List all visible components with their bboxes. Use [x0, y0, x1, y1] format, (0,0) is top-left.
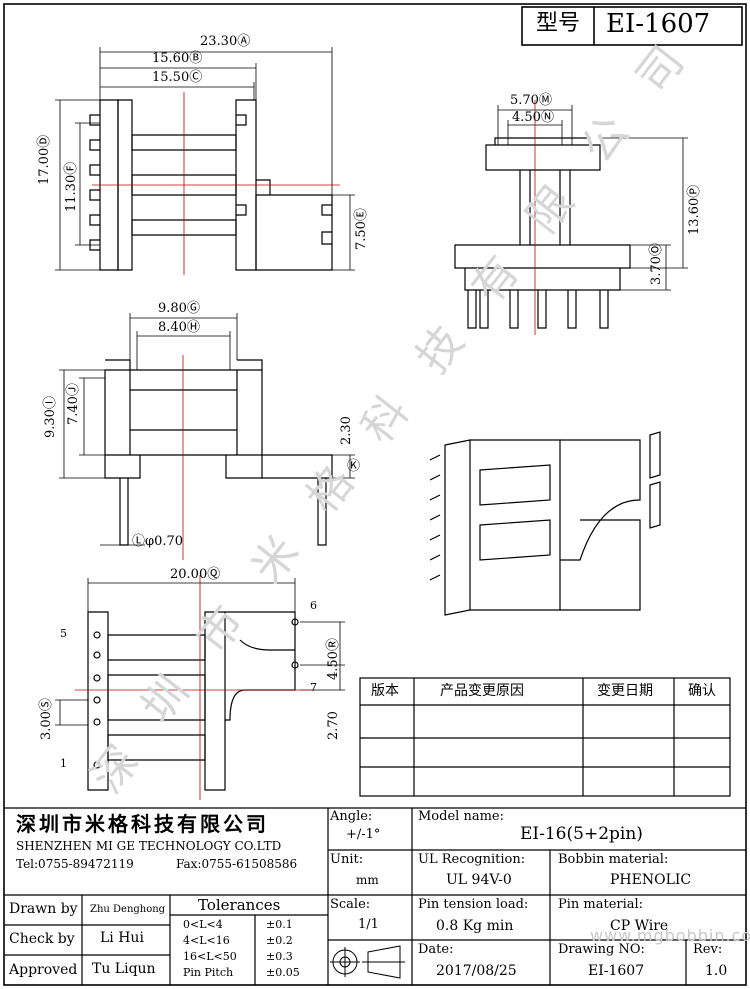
approved-label: Approved	[9, 962, 78, 978]
dim-h: 8.40Ⓗ	[158, 320, 200, 335]
dim-q: 20.00Ⓠ	[170, 567, 221, 582]
revision-table-lines	[359, 677, 731, 797]
dim-f: 11.30Ⓕ	[64, 161, 79, 212]
tolerance-value: ±0.2	[266, 934, 293, 947]
pin-label-7: 7	[310, 681, 317, 694]
tolerance-value: ±0.05	[266, 966, 300, 979]
angle-label: Angle:	[330, 809, 373, 824]
rev-label: Rev:	[693, 942, 723, 957]
dim-m: 5.70Ⓜ	[510, 93, 552, 108]
tolerance-range: 16<L<50	[183, 950, 237, 963]
tolerance-range: 4<L<16	[183, 934, 230, 947]
model-name-value: EI-16(5+2pin)	[520, 824, 643, 844]
title-block-lines	[4, 807, 746, 985]
dim-j: 7.40Ⓙ	[66, 383, 81, 425]
drawn-by-value: Zhu Denghong	[90, 904, 166, 915]
pin-tension-value: 0.8 Kg min	[436, 918, 514, 934]
pin-label-1: 1	[60, 757, 67, 770]
date-value: 2017/08/25	[436, 963, 517, 979]
dim-l: Ⓛφ0.70	[132, 534, 184, 549]
ul-value: UL 94V-0	[446, 872, 512, 888]
company-name-en: SHENZHEN MI GE TECHNOLOGY CO.LTD	[16, 839, 282, 853]
model-label: 型号	[536, 11, 581, 36]
unit-value: mm	[356, 873, 379, 887]
pin-label-6: 6	[310, 599, 317, 612]
model-name-label: Model name:	[418, 809, 504, 824]
scale-label: Scale:	[330, 897, 371, 912]
dim-s: 3.00Ⓢ	[39, 698, 54, 740]
dim-i: 9.30Ⓘ	[43, 396, 58, 438]
unit-label: Unit:	[330, 852, 364, 867]
company-fax: Fax:0755-61508586	[176, 857, 298, 871]
company-tel: Tel:0755-89472119	[16, 857, 134, 871]
dim-d: 17.00Ⓓ	[37, 134, 52, 185]
check-by-value: Li Hui	[100, 930, 144, 946]
pin-material-value: CP Wire	[610, 918, 669, 934]
pin-tension-label: Pin tension load:	[418, 897, 529, 912]
drawing-no-label: Drawing NO:	[558, 942, 645, 957]
isometric-view	[429, 431, 661, 616]
top-right-view	[454, 105, 688, 329]
angle-value: +/-1°	[346, 827, 381, 842]
scale-value: 1/1	[358, 917, 379, 932]
dim-g: 9.80Ⓖ	[158, 301, 200, 316]
bobbin-label: Bobbin material:	[558, 852, 669, 867]
dim-2-30: 2.30	[339, 416, 354, 445]
dim-b: 15.60Ⓑ	[152, 51, 203, 66]
dim-k: Ⓚ	[347, 459, 361, 474]
tolerances-title: Tolerances	[198, 896, 281, 914]
dim-n: 4.50Ⓝ	[512, 110, 554, 125]
dim-o: 3.70Ⓞ	[649, 243, 664, 285]
watermark-url: www.mgbobbin.com	[590, 926, 750, 945]
top-left-view	[55, 47, 355, 271]
middle-left-view	[59, 313, 355, 546]
rev-header-date: 变更日期	[597, 683, 653, 699]
approved-value: Tu Liqun	[92, 961, 156, 977]
pin-material-label: Pin material:	[558, 897, 644, 912]
bobbin-value: PHENOLIC	[610, 872, 692, 888]
dim-p: 13.60Ⓟ	[687, 184, 702, 235]
ul-label: UL Recognition:	[418, 852, 526, 867]
tolerance-range: Pin Pitch	[183, 966, 234, 979]
bottom-left-view	[55, 578, 345, 791]
dim-a: 23.30Ⓐ	[200, 34, 251, 49]
tolerance-value: ±0.1	[266, 918, 293, 931]
dim-c: 15.50Ⓒ	[152, 70, 203, 85]
rev-header-reason: 产品变更原因	[440, 683, 524, 699]
rev-value: 1.0	[705, 963, 728, 979]
tolerance-range: 0<L<4	[183, 918, 223, 931]
rev-header-version: 版本	[371, 683, 399, 699]
drawing-no-value: EI-1607	[588, 963, 645, 979]
company-name-cn: 深圳市米格科技有限公司	[16, 812, 269, 836]
dim-2-70: 2.70	[326, 711, 341, 740]
date-label: Date:	[418, 942, 454, 957]
tolerance-value: ±0.3	[266, 950, 293, 963]
pin-label-5: 5	[60, 627, 67, 640]
check-by-label: Check by	[9, 931, 75, 947]
drawn-by-label: Drawn by	[9, 901, 78, 917]
projection-symbol	[330, 945, 405, 979]
model-value: EI-1607	[606, 9, 711, 39]
rev-header-confirm: 确认	[688, 683, 716, 699]
dim-e: 7.50Ⓔ	[354, 208, 369, 250]
dim-r: 4.50Ⓡ	[326, 638, 341, 680]
